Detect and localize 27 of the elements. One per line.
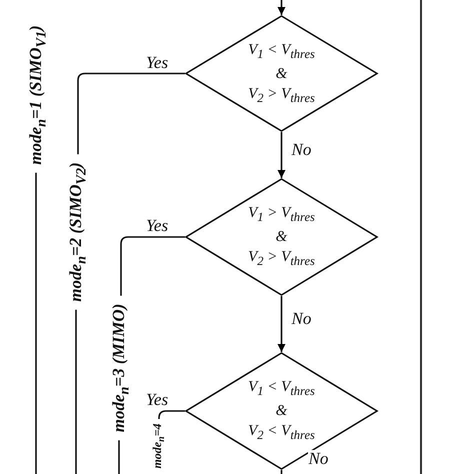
connector-line [120, 236, 185, 296]
condition-text: V$_{2}$ > V$_{thres}$ [248, 248, 315, 270]
edge-label: Yes [145, 54, 170, 70]
edge-label: No [290, 310, 312, 327]
connector-line [77, 72, 185, 154]
condition-text: V$_{2}$ > V$_{thres}$ [248, 84, 315, 106]
edge-label: Yes [145, 391, 170, 408]
condition-text: & [276, 64, 288, 84]
edge-label: Yes [145, 217, 170, 234]
edge-label: No [308, 450, 330, 467]
decision-diamond [185, 178, 378, 296]
condition-text: V$_{1}$ > V$_{thres}$ [248, 204, 315, 226]
condition-text: & [276, 402, 288, 421]
condition-text: V$_{1}$ < V$_{thres}$ [248, 40, 315, 62]
connector-line [35, 172, 37, 474]
connector-line [118, 440, 120, 474]
decision-diamond [185, 15, 378, 132]
condition-text: V$_{1}$ < V$_{thres}$ [248, 378, 315, 400]
connector-line [280, 470, 282, 474]
connector-line [75, 310, 77, 474]
condition-text: & [276, 228, 288, 247]
arrow [278, 0, 286, 15]
arrow [278, 132, 286, 178]
edge-label: No [290, 141, 312, 158]
decision-diamond [185, 352, 378, 470]
condition-text: V$_{2}$ < V$_{thres}$ [248, 422, 315, 444]
arrow [278, 296, 286, 352]
